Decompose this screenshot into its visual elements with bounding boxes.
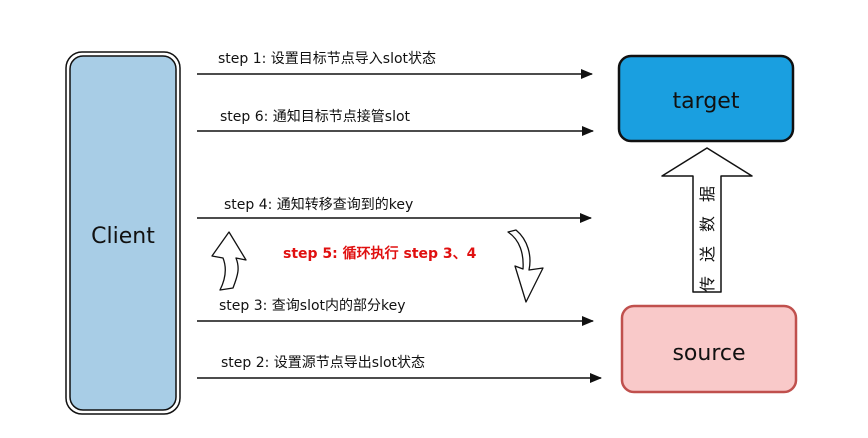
transfer-char-1: 传 <box>698 276 717 292</box>
step-2-label: step 2: 设置源节点导出slot状态 <box>221 355 425 371</box>
step-2-arrow: step 2: 设置源节点导出slot状态 <box>197 355 602 383</box>
loop-up-arrow <box>211 231 247 291</box>
transfer-arrow: 传 送 数 据 <box>661 147 753 293</box>
source-node: source <box>620 304 798 394</box>
step-1-label: step 1: 设置目标节点导入slot状态 <box>218 51 436 67</box>
target-label: target <box>673 89 740 114</box>
transfer-char-4: 据 <box>698 186 717 202</box>
source-label: source <box>672 341 745 366</box>
loop-down-arrow <box>507 229 544 303</box>
step-4-arrow: step 4: 通知转移查询到的key <box>197 196 592 223</box>
step-3-arrow: step 3: 查询slot内的部分key <box>197 298 594 326</box>
step-1-arrow: step 1: 设置目标节点导入slot状态 <box>197 51 593 79</box>
step-5-label: step 5: 循环执行 step 3、4 <box>283 245 477 262</box>
step-6-label: step 6: 通知目标节点接管slot <box>220 108 411 125</box>
step-3-label: step 3: 查询slot内的部分key <box>219 298 406 314</box>
transfer-char-2: 送 <box>698 246 717 262</box>
client-node: Client <box>65 51 181 415</box>
client-label: Client <box>91 224 155 249</box>
target-node: target <box>617 54 795 143</box>
step-6-arrow: step 6: 通知目标节点接管slot <box>197 108 594 136</box>
transfer-char-3: 数 <box>698 216 717 232</box>
step-4-label: step 4: 通知转移查询到的key <box>224 196 413 213</box>
